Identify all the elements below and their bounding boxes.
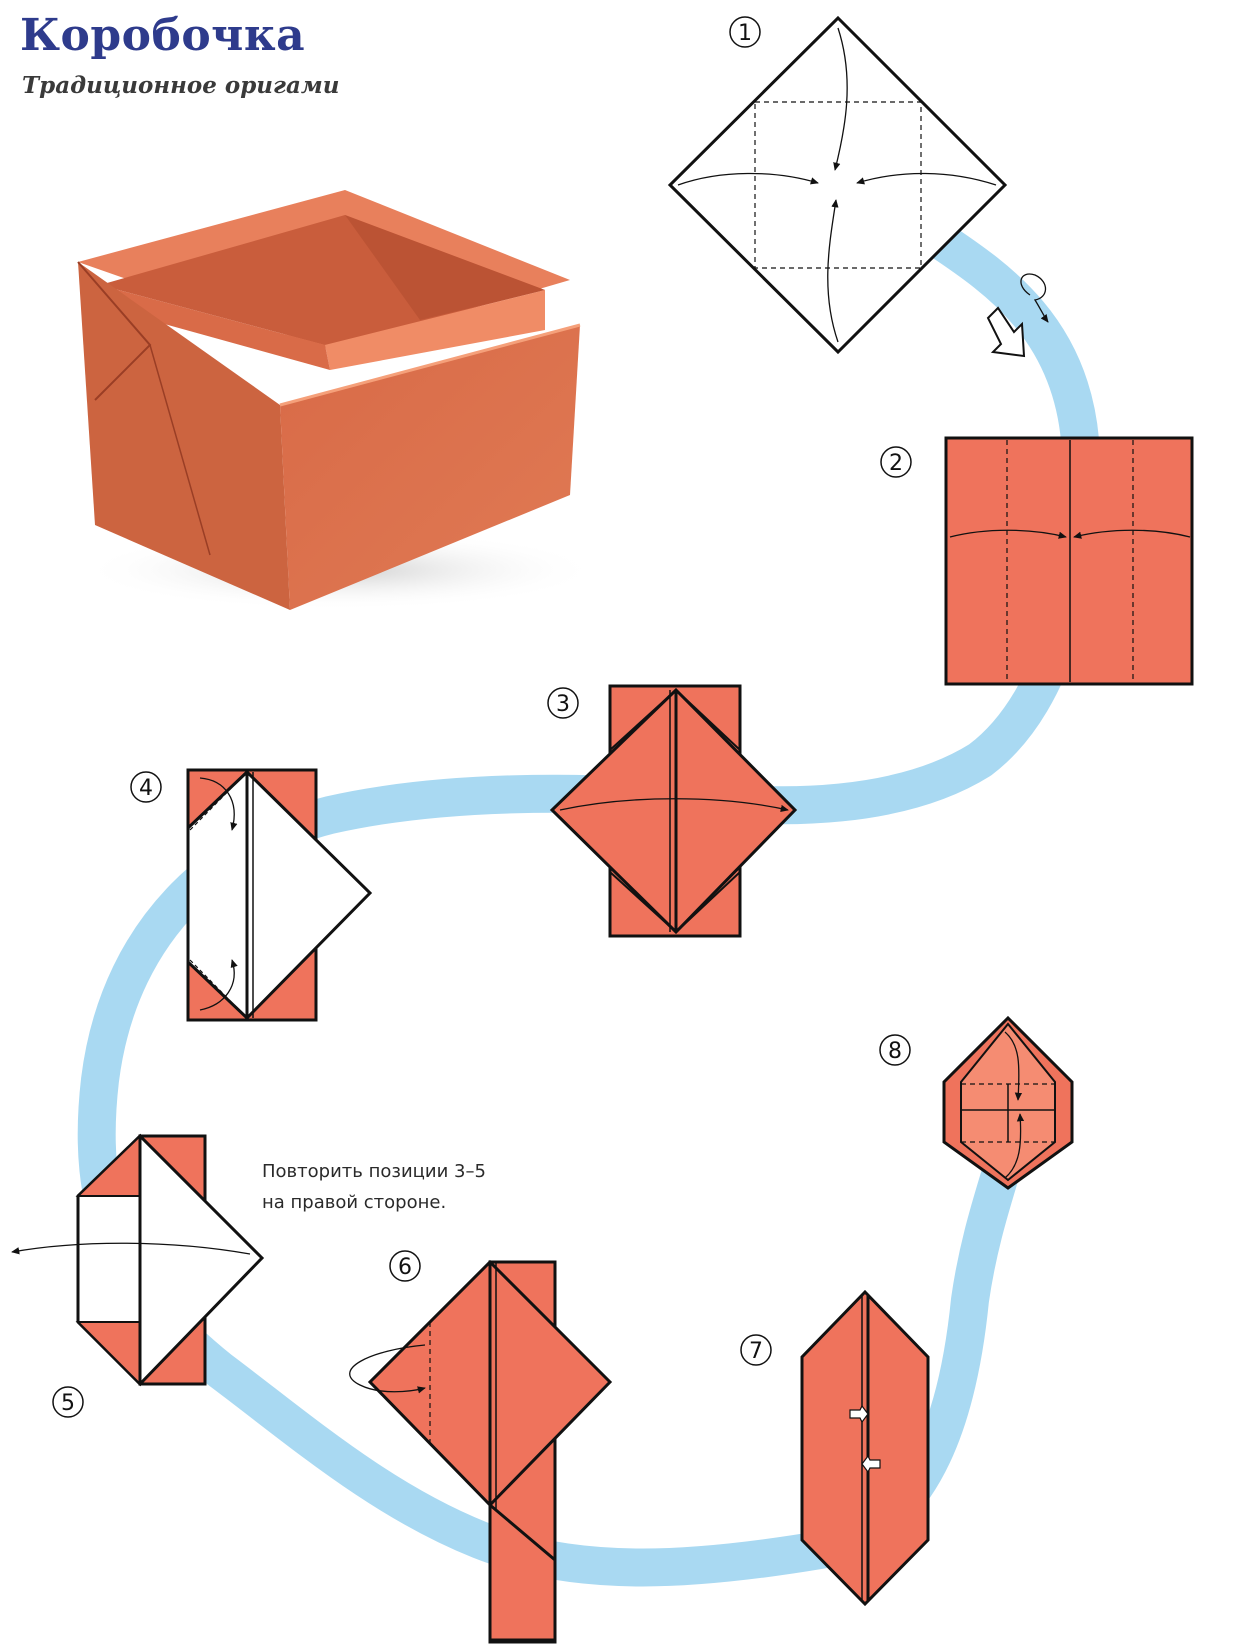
step-number-8: 8: [880, 1035, 910, 1065]
step-number-3: 3: [548, 688, 578, 718]
step-number-5: 5: [53, 1387, 83, 1417]
svg-text:6: 6: [398, 1255, 412, 1280]
step-number-2: 2: [881, 447, 911, 477]
svg-text:4: 4: [139, 776, 153, 801]
svg-text:8: 8: [888, 1039, 902, 1064]
step-8-diagram: [944, 1018, 1072, 1188]
step-6-diagram: [350, 1262, 610, 1642]
note-line-1: Повторить позиции 3–5: [262, 1156, 486, 1187]
step-number-6: 6: [390, 1251, 420, 1281]
step-7-diagram: [802, 1292, 928, 1604]
note-line-2: на правой стороне.: [262, 1187, 486, 1218]
step-number-7: 7: [741, 1335, 771, 1365]
step-5-diagram: [12, 1136, 262, 1384]
svg-text:5: 5: [61, 1391, 75, 1416]
step-number-4: 4: [131, 772, 161, 802]
finished-box-photo: [78, 190, 600, 610]
svg-text:2: 2: [889, 451, 903, 476]
step-1-diagram: [670, 18, 1005, 352]
step-2-diagram: [946, 438, 1192, 684]
repeat-instruction-note: Повторить позиции 3–5 на правой стороне.: [262, 1156, 486, 1218]
svg-text:1: 1: [738, 21, 752, 46]
svg-text:3: 3: [556, 692, 570, 717]
step-number-1: 1: [730, 17, 760, 47]
svg-text:7: 7: [749, 1339, 763, 1364]
step-3-diagram: [552, 686, 795, 936]
